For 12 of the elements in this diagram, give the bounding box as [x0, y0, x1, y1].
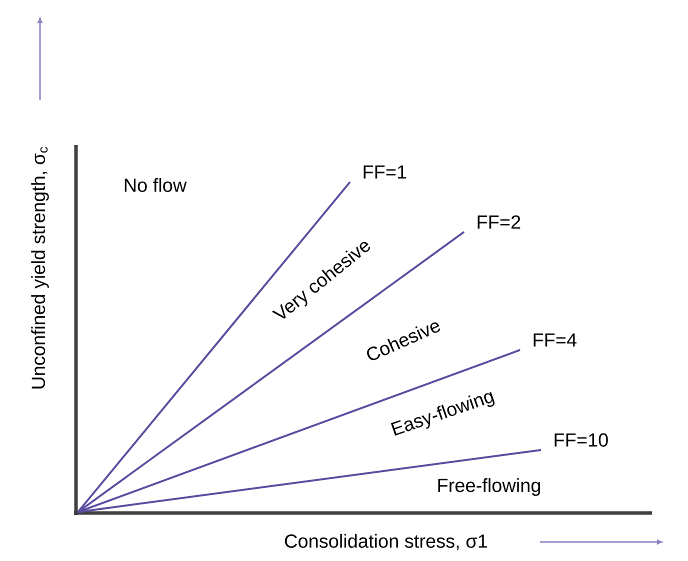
- axis-title: Consolidation stress, σ1: [285, 534, 487, 550]
- line-label: FF=10: [554, 433, 608, 447]
- line-label: FF=1: [364, 165, 406, 179]
- flow-function-line: [77, 231, 465, 513]
- line-label: FF=4: [534, 333, 577, 347]
- region-label: Free-flowing: [438, 478, 540, 496]
- axis-title: Unconfined yield strength, σ$_{c}$: [31, 146, 49, 388]
- region-label: No flow: [124, 178, 187, 192]
- flow-function-line: [77, 181, 351, 513]
- line-label: FF=2: [478, 215, 520, 229]
- flow-function-line: [78, 349, 520, 513]
- flow-function-line: [78, 449, 542, 513]
